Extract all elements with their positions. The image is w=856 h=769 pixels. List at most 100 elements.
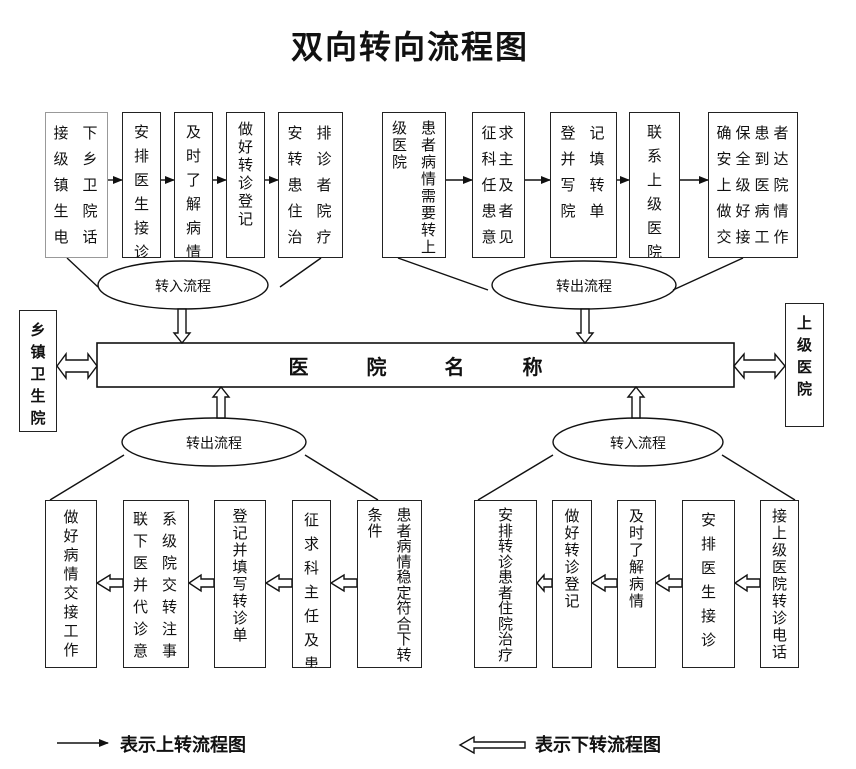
text-char: 患 xyxy=(421,119,437,137)
township-hospital-label: 乡镇卫生院 xyxy=(30,319,45,431)
text-row: 医院 xyxy=(133,554,189,572)
text-row: 并 xyxy=(232,541,248,559)
step-box: 及时了解病情 xyxy=(174,112,213,258)
text-row: 了 xyxy=(628,541,644,559)
text-char: 情 xyxy=(396,552,412,571)
double-arrow-left xyxy=(56,351,98,381)
text-row: 诊 xyxy=(133,243,149,258)
text-row: 确保患者 xyxy=(716,124,793,142)
step-box: 安排转诊患者住院治疗 xyxy=(278,112,343,258)
text-row: 诊 xyxy=(232,609,248,627)
text-row: 下级 xyxy=(133,532,189,550)
text-char: 情 xyxy=(421,170,437,188)
text-row: 征 xyxy=(303,511,319,529)
text-row: 时 xyxy=(628,524,644,542)
text-row: 诊注 xyxy=(133,620,189,638)
text-row: 情 xyxy=(628,592,644,610)
text-row: 转诊 xyxy=(287,150,343,168)
text-row: 联 xyxy=(646,123,662,141)
hollow-arrow-left xyxy=(654,573,683,593)
step-text: 及时了解病情 xyxy=(185,120,201,257)
connector-line xyxy=(477,454,554,501)
text-row: 做 xyxy=(564,507,580,525)
hollow-arrow-down xyxy=(172,308,192,345)
text-row: 排 xyxy=(497,521,513,540)
step-text: 征求科主任及患者意见 xyxy=(481,120,515,250)
text-char: 要 xyxy=(421,204,437,222)
flow-label-transfer-in: 转入流程 xyxy=(155,279,211,295)
text-column: 级医院 xyxy=(392,120,407,171)
step-box: 登记并填写转院单 xyxy=(550,112,617,258)
step-text: 登记并填写转诊单 xyxy=(232,508,247,644)
text-row: 工 xyxy=(63,622,79,640)
text-char: 合 xyxy=(396,614,412,633)
step-box: 征求科主任及患 xyxy=(292,500,331,668)
step-box: 及时了解病情 xyxy=(617,500,656,668)
text-char: 定 xyxy=(396,583,412,602)
text-char: 上 xyxy=(421,238,437,256)
text-row: 填 xyxy=(232,558,248,576)
text-row: 登记 xyxy=(560,124,617,142)
text-row: 记 xyxy=(232,524,248,542)
hollow-arrow-left xyxy=(264,573,293,593)
text-row: 排 xyxy=(133,147,149,165)
text-row: 写转 xyxy=(560,176,617,194)
text-row: 住 xyxy=(497,599,513,617)
hospital-name: 医院名称 xyxy=(288,354,601,379)
step-text: 联系下级医院并交代转诊注意事 xyxy=(124,508,189,662)
text-row: 解 xyxy=(185,195,201,213)
text-row: 转 xyxy=(237,156,253,174)
step-text: 安排医生接诊 xyxy=(701,508,716,652)
text-row: 转 xyxy=(771,592,787,610)
text-row: 患者 xyxy=(481,202,516,220)
hollow-arrow-left xyxy=(733,573,761,593)
step-box: 登记并填写转诊单 xyxy=(214,500,266,668)
text-row: 解 xyxy=(628,558,644,576)
text-row: 转 xyxy=(232,592,248,610)
text-char: 符 xyxy=(396,599,412,617)
text-row: 医 xyxy=(796,358,812,376)
step-box: 确保患者安全到达上级医院做好病情交接工作 xyxy=(708,112,798,258)
text-row: 上 xyxy=(646,171,662,189)
text-row: 接 xyxy=(133,219,149,237)
step-text: 患者病情需要转上级医院 xyxy=(392,120,436,256)
step-text: 征求科主任及患 xyxy=(303,508,319,667)
text-row: 意见 xyxy=(481,228,516,246)
text-row: 代转 xyxy=(133,598,189,616)
step-box: 安排医生接诊 xyxy=(682,500,735,668)
page-title: 双向转向流程图 xyxy=(290,28,529,66)
text-row: 时 xyxy=(185,147,201,165)
connector-line xyxy=(397,257,489,291)
legend-up-label: 表示上转流程图 xyxy=(120,735,246,756)
text-row: 联系 xyxy=(133,510,189,528)
text-row: 生 xyxy=(700,583,716,601)
text-row: 诊 xyxy=(564,558,580,576)
text-char: 转 xyxy=(396,645,412,664)
step-text: 做好转诊登记 xyxy=(564,508,579,610)
step-box: 接下级乡镇卫生院电话 xyxy=(45,112,108,258)
text-row: 科 xyxy=(303,559,319,577)
ellipse-bottom-left xyxy=(121,417,307,467)
higher-hospital-box: 上级医院 xyxy=(785,303,824,427)
connector-line xyxy=(66,257,99,288)
text-row: 医 xyxy=(646,219,662,237)
text-column: 条件 xyxy=(368,507,383,539)
flow-label-transfer-out: 转出流程 xyxy=(556,279,612,295)
text-row: 住院 xyxy=(287,202,343,220)
step-text: 接上级医院转诊电话 xyxy=(772,508,787,661)
text-column: 患者病情需要转上 xyxy=(421,120,436,256)
text-row: 好 xyxy=(237,138,253,156)
double-arrow-right xyxy=(733,352,786,380)
text-char: 需 xyxy=(421,187,437,205)
text-row: 任 xyxy=(303,607,319,625)
text-row: 接 xyxy=(63,603,79,621)
text-char: 病 xyxy=(421,153,437,171)
text-row: 院 xyxy=(646,243,662,258)
text-row: 做 xyxy=(237,120,253,138)
text-row: 患 xyxy=(497,568,513,586)
text-column: 患者病情稳定符合下转 xyxy=(396,507,412,664)
legend-down-label: 表示下转流程图 xyxy=(535,735,661,756)
hollow-arrow-up xyxy=(211,385,231,419)
